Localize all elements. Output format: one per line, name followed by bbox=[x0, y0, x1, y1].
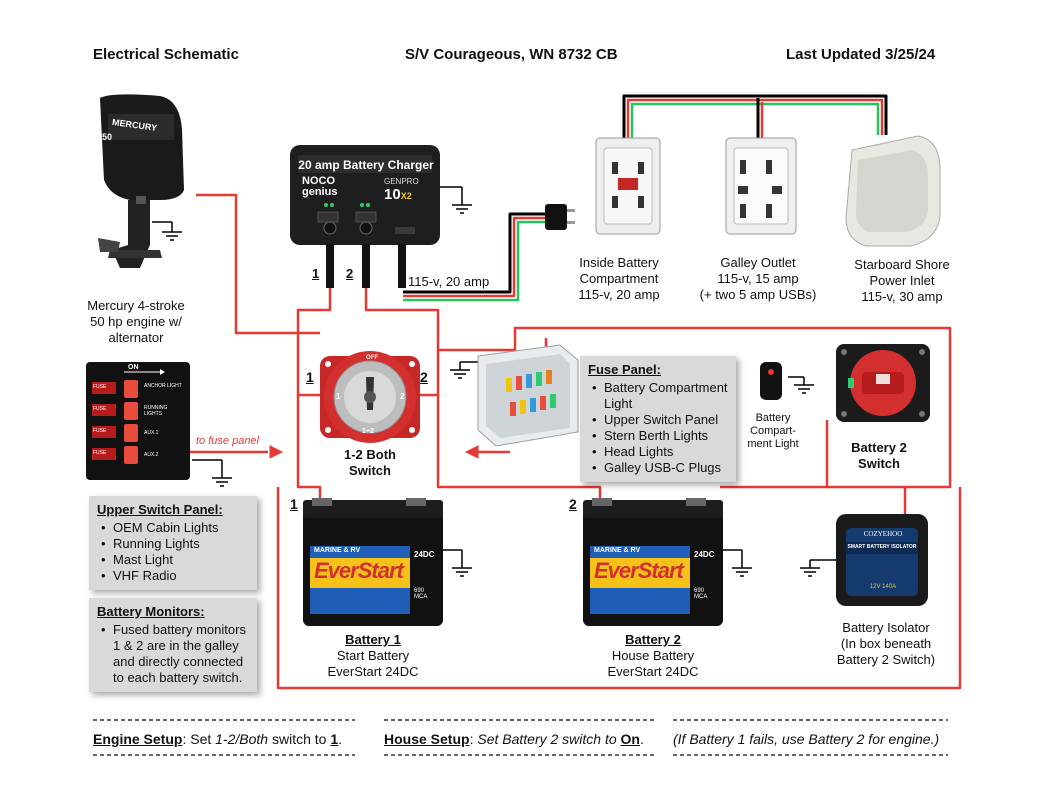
list-item: Upper Switch Panel bbox=[592, 412, 728, 428]
engine-setup-note: Engine Setup: Set 1-2/Both switch to 1. bbox=[93, 731, 343, 747]
switch-fuse-4: FUSE bbox=[93, 450, 107, 456]
list-item: Running Lights bbox=[101, 536, 249, 552]
isolator-banner: SMART BATTERY ISOLATOR bbox=[847, 544, 917, 550]
vessel-name: S/V Courageous, WN 8732 CB bbox=[405, 46, 618, 63]
dc-wiring bbox=[196, 193, 962, 690]
galley-outlet bbox=[725, 137, 797, 235]
arrows bbox=[190, 445, 510, 459]
battery-1-group: 24DC bbox=[414, 550, 435, 559]
list-item: OEM Cabin Lights bbox=[101, 520, 249, 536]
diagram-title: Electrical Schematic bbox=[93, 46, 239, 63]
battery-monitors-callout: Battery Monitors: Fused battery monitors… bbox=[89, 598, 257, 692]
battery-2-brand: EverStart bbox=[594, 558, 684, 583]
fuse-panel-callout: Fuse Panel: Battery Compartment Light Up… bbox=[580, 356, 736, 482]
switch-panel-image bbox=[86, 362, 190, 480]
main-switch-side-2: 2 bbox=[420, 369, 428, 385]
main-switch-side-1: 1 bbox=[306, 369, 314, 385]
charger-model-big: 10X2 bbox=[384, 186, 412, 203]
shore-power-inlet bbox=[845, 135, 941, 247]
list-item: Head Lights bbox=[592, 444, 728, 460]
ac-plug bbox=[545, 204, 575, 230]
battery-1-mca: 690 MCA bbox=[414, 588, 428, 600]
charger-model-small: GENPRO bbox=[384, 177, 419, 186]
switch-label-running: RUNNING LIGHTS bbox=[144, 405, 168, 417]
list-item: Stern Berth Lights bbox=[592, 428, 728, 444]
main-battery-switch bbox=[320, 351, 420, 443]
switch-fuse-3: FUSE bbox=[93, 428, 107, 434]
battery-2-mca: 690 MCA bbox=[694, 588, 708, 600]
switch-fuse-1: FUSE bbox=[93, 384, 107, 390]
charger-title: 20 amp Battery Charger bbox=[298, 158, 434, 172]
compartment-light-rocker bbox=[760, 362, 782, 400]
list-item: VHF Radio bbox=[101, 568, 249, 584]
list-item: Mast Light bbox=[101, 552, 249, 568]
isolator-spec: 12V 140A bbox=[869, 584, 897, 590]
main-switch-off: OFF bbox=[366, 355, 378, 361]
battery-1-brand: EverStart bbox=[314, 558, 404, 583]
fuse-panel-image bbox=[477, 344, 579, 447]
charger-output-2: 2 bbox=[346, 266, 354, 281]
upper-switch-panel-callout: Upper Switch Panel: OEM Cabin Lights Run… bbox=[89, 496, 257, 590]
list-item: Fused battery monitors 1 & 2 are in the … bbox=[101, 622, 249, 686]
battery2-switch-image bbox=[836, 344, 930, 422]
battery-2-image bbox=[583, 498, 723, 626]
battery-1-tag: 1 bbox=[290, 496, 298, 512]
footer-dividers bbox=[93, 719, 948, 756]
switch-panel-header: ON bbox=[128, 364, 139, 371]
isolator-brand: COZYEHOO bbox=[863, 530, 903, 538]
main-switch-pos-2: 2 bbox=[400, 392, 405, 401]
engine-hp-badge: 50 bbox=[102, 132, 113, 142]
battery-charger bbox=[290, 145, 440, 288]
charger-ac-label: 115-v, 20 amp bbox=[408, 274, 490, 289]
battery-fallback-note: (If Battery 1 fails, use Battery 2 for e… bbox=[673, 731, 940, 747]
list-item: Battery Compartment Light bbox=[592, 380, 728, 412]
ground-symbols bbox=[152, 186, 838, 577]
battery-isolator-image bbox=[836, 514, 928, 606]
gfci-outlet bbox=[595, 137, 661, 235]
switch-label-anchor: ANCHOR LIGHT bbox=[144, 383, 182, 389]
main-switch-pos-both: 1+2 bbox=[362, 428, 374, 435]
to-fuse-panel-label: to fuse panel bbox=[196, 435, 259, 447]
outboard-engine bbox=[98, 94, 184, 268]
battery-2-group: 24DC bbox=[694, 550, 715, 559]
battery-1-banner: MARINE & RV bbox=[314, 547, 361, 554]
battery-2-tag: 2 bbox=[569, 496, 577, 512]
charger-output-1: 1 bbox=[312, 266, 320, 281]
main-switch-pos-1: 1 bbox=[336, 392, 341, 401]
switch-label-aux2: AUX.2 bbox=[144, 452, 159, 458]
last-updated: Last Updated 3/25/24 bbox=[786, 46, 936, 63]
ac-wiring bbox=[403, 94, 888, 302]
battery-1-image bbox=[303, 498, 443, 626]
switch-label-aux1: AUX.1 bbox=[144, 430, 159, 436]
fuse-panel-list: Battery Compartment Light Upper Switch P… bbox=[588, 380, 728, 476]
switch-fuse-2: FUSE bbox=[93, 406, 107, 412]
house-setup-note: House Setup: Set Battery 2 switch to On. bbox=[384, 731, 644, 747]
fuse-panel-title: Fuse Panel: bbox=[588, 362, 661, 377]
list-item: Galley USB-C Plugs bbox=[592, 460, 728, 476]
battery-2-banner: MARINE & RV bbox=[594, 547, 641, 554]
